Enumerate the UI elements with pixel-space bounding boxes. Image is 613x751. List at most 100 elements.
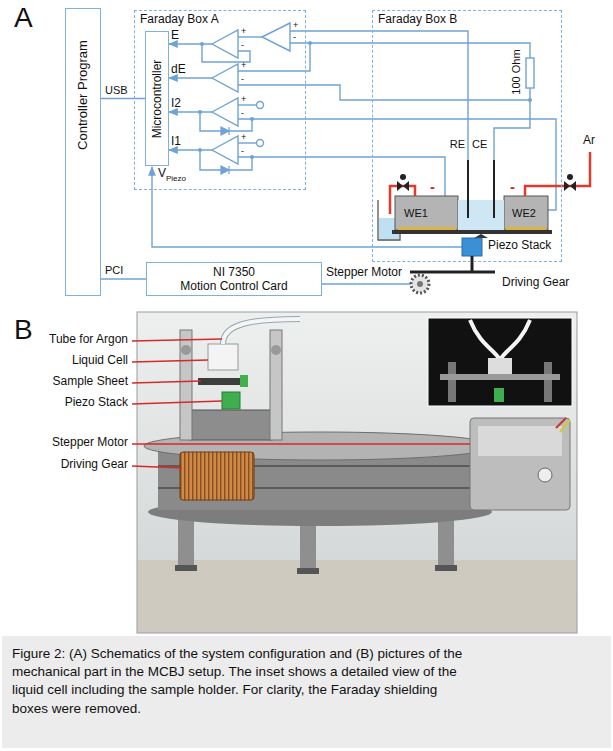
polarity-sign: + bbox=[241, 26, 246, 36]
box-heading: Faraday Box A bbox=[140, 13, 219, 26]
liquid-cell bbox=[395, 196, 548, 230]
callout-label: Tube for Argon bbox=[49, 333, 128, 347]
driving-gear bbox=[417, 281, 423, 287]
piezo-stack-photo bbox=[222, 392, 240, 409]
box-label: Controller Program bbox=[75, 40, 91, 150]
part-label: Driving Gear bbox=[502, 276, 569, 290]
callout-label: Driving Gear bbox=[61, 458, 128, 472]
signal-label: dE bbox=[171, 63, 186, 77]
signal-label: I2 bbox=[171, 97, 181, 111]
caption-ground bbox=[2, 636, 611, 748]
reference-source bbox=[257, 102, 264, 109]
piezo-stack bbox=[462, 238, 482, 256]
circuit-wire bbox=[238, 142, 257, 143]
panel-letter: B bbox=[14, 314, 33, 346]
leader-line bbox=[132, 360, 208, 362]
box-label: Motion Control Card bbox=[180, 279, 287, 293]
circuit-wire bbox=[238, 36, 262, 37]
piezo-stack-photo bbox=[222, 392, 240, 409]
inset-photo bbox=[428, 318, 572, 406]
valve-symbol bbox=[397, 174, 576, 191]
polarity-sign: - bbox=[241, 146, 244, 156]
callout-label: Piezo Stack bbox=[65, 396, 128, 410]
polarity-sign: - bbox=[241, 74, 244, 84]
signal-arrow bbox=[169, 77, 212, 78]
sample-sheet-photo bbox=[240, 375, 248, 387]
gas-label: Ar bbox=[583, 134, 595, 148]
junction-dot bbox=[308, 41, 312, 45]
polarity-mark: - bbox=[430, 178, 435, 195]
leader-line bbox=[132, 339, 470, 468]
panel-letter: A bbox=[14, 2, 33, 34]
inset-photo bbox=[470, 320, 500, 360]
inset-photo bbox=[448, 362, 456, 402]
polarity-sign: + bbox=[241, 60, 246, 70]
setup-base bbox=[175, 565, 197, 571]
stepper-motor-photo bbox=[560, 420, 570, 432]
mechanics-tower bbox=[181, 345, 191, 355]
liquid-cell-photo bbox=[208, 344, 238, 370]
mechanics-tower bbox=[180, 330, 192, 440]
inset-photo bbox=[544, 362, 552, 402]
driving-gear bbox=[471, 256, 474, 272]
junction-dot bbox=[528, 98, 532, 102]
opamp-symbol bbox=[212, 98, 238, 126]
junction-dot bbox=[198, 110, 202, 114]
junction-dot bbox=[200, 42, 204, 46]
circuit-wire bbox=[494, 88, 530, 160]
argon-tube-photo bbox=[223, 319, 300, 344]
piezo-stack bbox=[462, 238, 482, 256]
polarity-sign: - bbox=[241, 108, 244, 118]
sample-sheet bbox=[506, 227, 546, 230]
bus-label: USB bbox=[104, 84, 129, 97]
circuit-wire bbox=[322, 283, 411, 284]
sample-sheet bbox=[392, 230, 552, 234]
signal-arrow bbox=[152, 44, 462, 247]
liquid-cell bbox=[458, 200, 504, 230]
electrode-label: WE1 bbox=[404, 207, 428, 220]
setup-base bbox=[435, 565, 457, 571]
sample-sheet-photo bbox=[198, 378, 246, 385]
part-label: Piezo Stack bbox=[488, 239, 551, 253]
circuit-wire bbox=[200, 31, 556, 284]
leader-line bbox=[132, 339, 222, 341]
polarity-sign: + bbox=[293, 20, 298, 30]
signal-label: I1 bbox=[171, 135, 181, 149]
electrode-label: CE bbox=[472, 138, 487, 151]
inset-photo bbox=[440, 374, 560, 380]
part-label: Stepper Motor bbox=[326, 266, 402, 280]
leader-line bbox=[132, 443, 470, 444]
card-box: NI 7350Motion Control Card bbox=[146, 262, 322, 296]
signal-subscript: Piezo bbox=[166, 174, 186, 183]
resistor-label: 100 Ohm bbox=[510, 49, 523, 94]
resistor-symbol bbox=[526, 58, 534, 88]
reference-source bbox=[257, 102, 264, 147]
signal-arrow bbox=[169, 111, 212, 112]
bus-label: PCI bbox=[104, 264, 124, 277]
circuit-wire bbox=[238, 43, 310, 71]
liquid-cell bbox=[395, 196, 458, 230]
junction-dot bbox=[250, 155, 254, 159]
inset-photo bbox=[494, 388, 504, 402]
argon-tube-photo bbox=[223, 319, 300, 344]
polarity-sign: - bbox=[293, 32, 296, 42]
signal-arrow bbox=[169, 43, 212, 44]
inset-photo bbox=[488, 358, 512, 374]
callout-label: Liquid Cell bbox=[72, 354, 128, 368]
sample-sheet bbox=[474, 234, 488, 238]
circuit-wire bbox=[290, 31, 468, 160]
circuit-wire bbox=[238, 85, 530, 100]
mechanics-tower bbox=[180, 330, 282, 440]
opamp-symbol bbox=[212, 64, 238, 92]
junction-dot bbox=[198, 148, 202, 152]
driving-gear-photo bbox=[180, 452, 254, 500]
stepper-motor-photo bbox=[478, 426, 562, 456]
driving-gear bbox=[411, 275, 429, 293]
leader-line bbox=[132, 466, 182, 468]
opamp-symbol bbox=[212, 30, 238, 58]
driving-gear-photo bbox=[180, 452, 254, 500]
electrode-wire bbox=[468, 160, 494, 218]
mechanics-tower bbox=[271, 345, 281, 355]
opamp-symbol bbox=[212, 136, 238, 164]
figure-caption: Figure 2: (A) Schematics of the system c… bbox=[12, 645, 464, 718]
